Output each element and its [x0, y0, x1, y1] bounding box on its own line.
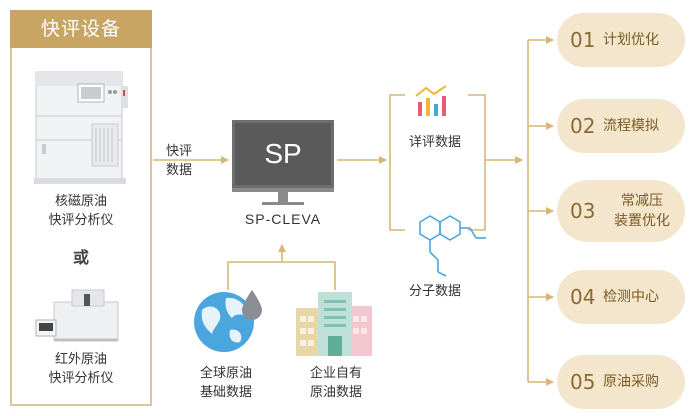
ir-analyzer-icon — [35, 289, 119, 342]
product-name: SP-CLEVA — [244, 211, 322, 227]
output-label: 流程模拟 — [603, 118, 659, 134]
output-number: 04 — [570, 285, 596, 309]
output-item-lab: 04 检测中心 — [557, 270, 685, 324]
output-number: 03 — [570, 199, 596, 223]
molecule-icon — [419, 215, 486, 277]
monitor-stand-icon — [232, 188, 334, 205]
output-label: 检测中心 — [603, 289, 659, 305]
globe-icon — [194, 290, 262, 352]
output-label: 原油采购 — [603, 374, 659, 390]
nmr-analyzer-label: 核磁原油 快评分析仪 — [48, 194, 114, 228]
output-number: 05 — [570, 370, 596, 394]
panel-title: 快评设备 — [10, 10, 152, 48]
output-number: 02 — [570, 114, 596, 138]
output-label: 计划优化 — [603, 32, 659, 48]
monitor-text: SP — [264, 138, 302, 169]
output-label: 常减压 装置优化 — [614, 193, 670, 229]
output-item-simulation: 02 流程模拟 — [557, 99, 685, 153]
left-bracket — [389, 94, 405, 231]
ir-analyzer-label: 红外原油 快评分析仪 — [48, 352, 114, 386]
global-data-label: 全球原油 基础数据 — [199, 366, 252, 400]
nmr-analyzer-icon — [34, 71, 128, 184]
output-number: 01 — [570, 28, 596, 52]
monitor-screen — [232, 120, 334, 188]
molecular-data-label: 分子数据 — [408, 284, 461, 299]
output-item-purchase: 05 原油采购 — [557, 355, 685, 409]
output-item-unit: 03 常减压 装置优化 — [557, 180, 685, 242]
or-text: 或 — [72, 248, 89, 267]
company-data-label: 企业自有 原油数据 — [309, 366, 362, 400]
right-bracket — [468, 94, 486, 231]
buildings-icon — [296, 292, 372, 356]
input-data-label: 快评 数据 — [166, 144, 193, 178]
bar-chart-icon — [415, 85, 447, 116]
output-item-plan: 01 计划优化 — [557, 13, 685, 67]
detail-data-label: 详评数据 — [408, 135, 461, 150]
